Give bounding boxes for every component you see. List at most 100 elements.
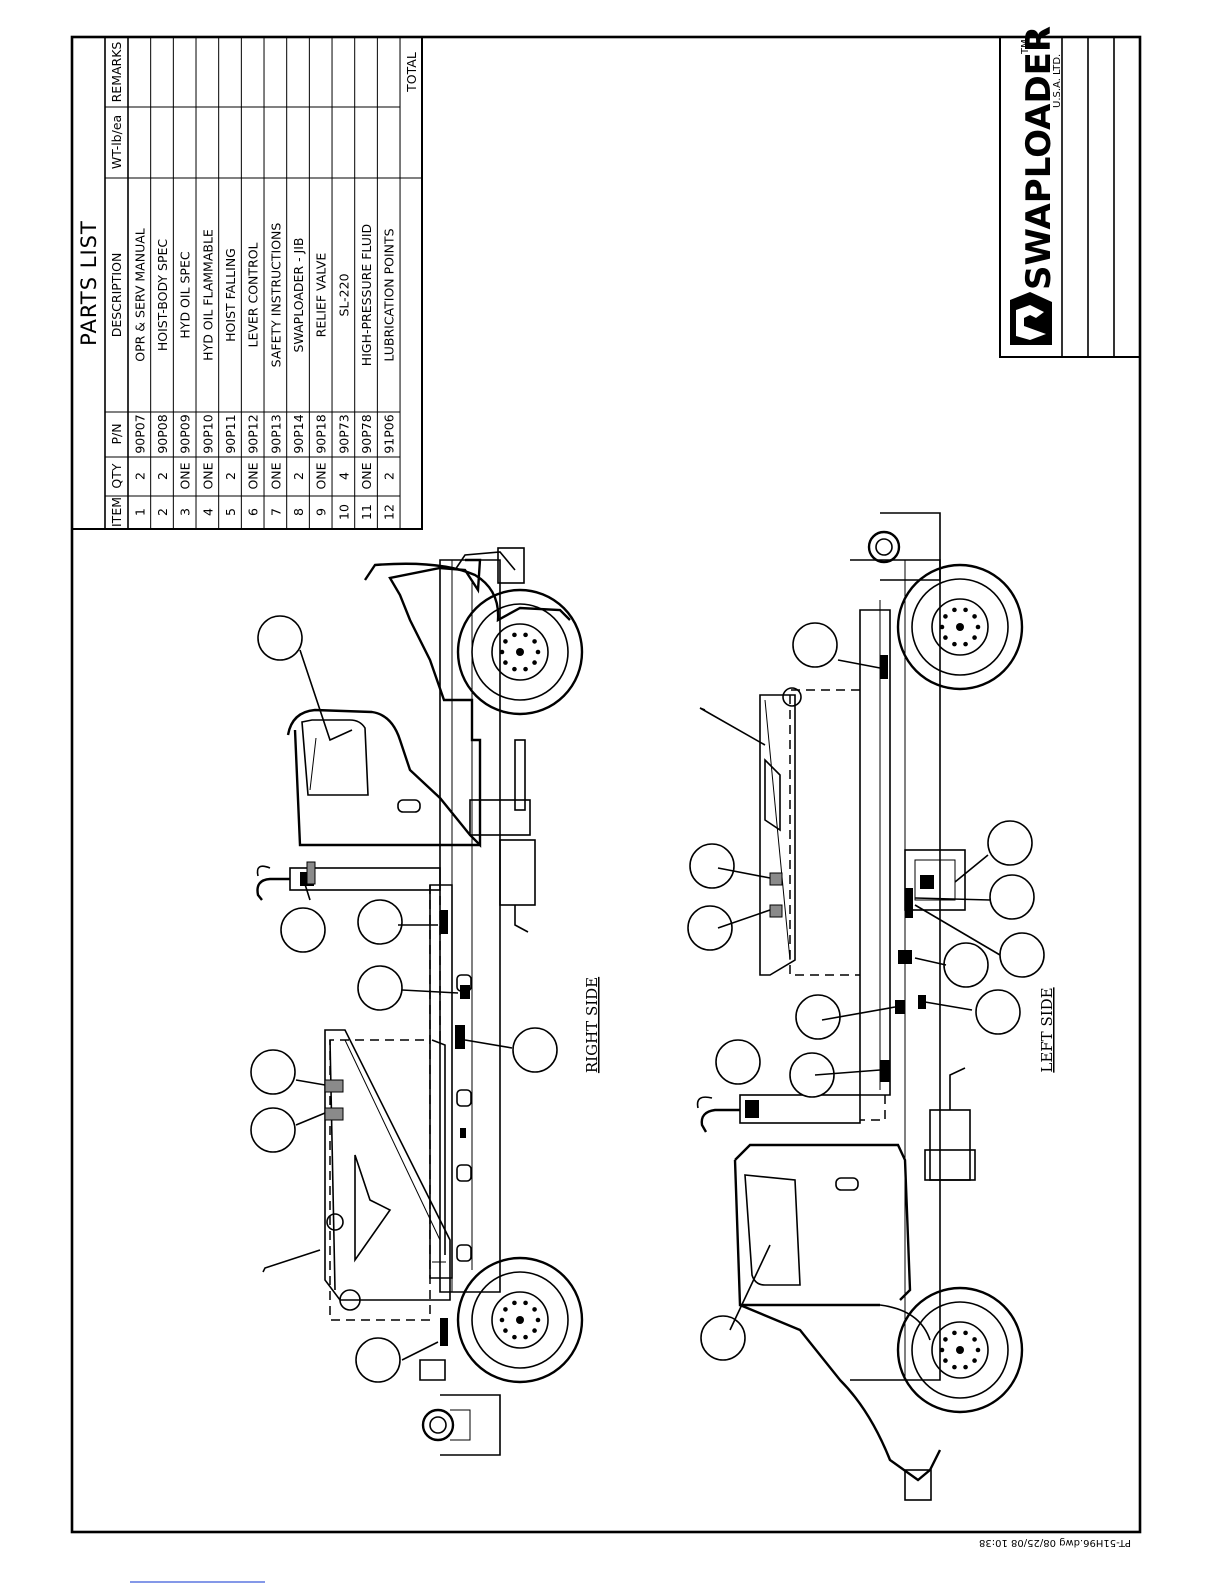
callout-balloon <box>975 989 1021 1035</box>
wheel-bolt <box>972 614 977 619</box>
parts-cell-item: 6 <box>246 508 261 516</box>
parts-cell-item: 5 <box>223 508 238 516</box>
callout-balloon <box>700 1315 746 1361</box>
wheel-bolt <box>972 635 977 640</box>
file-stamp: PT-51H96.dwg 08/25/08 10:38 <box>979 1537 1131 1548</box>
wheel-bolt <box>512 632 517 638</box>
parts-cell-qty: ONE <box>200 462 215 489</box>
callout-balloon <box>687 905 733 951</box>
wheel-bolt <box>532 660 537 665</box>
frame-pad <box>456 1089 472 1107</box>
left-side-label: LEFT SIDE <box>1038 987 1056 1072</box>
wheel-bolt <box>532 1328 537 1333</box>
wheel-bolt <box>972 1337 977 1342</box>
parts-cell-item: 2 <box>155 508 170 516</box>
truck-left-side-view: LEFT SIDE <box>687 512 1056 1501</box>
parts-cell-item: 4 <box>200 508 215 516</box>
parts-cell-pn: 90P10 <box>200 414 215 453</box>
parts-cell-description: HOIST FALLING <box>223 248 238 342</box>
parts-cell-qty: 2 <box>155 472 170 480</box>
parts-cell-qty: 2 <box>382 472 397 480</box>
callout-balloon <box>512 1027 558 1073</box>
callout-balloon <box>792 622 838 668</box>
header-item: ITEM <box>109 497 124 527</box>
wheel-bolt <box>952 641 957 647</box>
wheel-bolt <box>503 1328 508 1333</box>
parts-cell-description: HYD OIL FLAMMABLE <box>200 229 215 361</box>
wheel-bolt <box>532 639 537 644</box>
parts-cell-pn: 91P06 <box>382 414 397 453</box>
total-label: TOTAL <box>404 52 419 93</box>
parts-cell-description: HOIST-BODY SPEC <box>155 239 170 352</box>
parts-cell-qty: 4 <box>336 472 351 480</box>
wheel-bolt <box>535 1317 541 1323</box>
company-name: SWAPLOADER <box>1019 26 1059 290</box>
parts-cell-qty: ONE <box>314 462 329 489</box>
parts-cell-pn: 90P07 <box>132 414 147 453</box>
wheel-bolt <box>943 614 948 619</box>
parts-cell-qty: ONE <box>178 462 193 489</box>
wheel-bolt <box>503 1307 508 1312</box>
wheel-bolt <box>972 1358 977 1363</box>
parts-cell-pn: 90P14 <box>291 414 306 453</box>
parts-cell-pn: 90P78 <box>359 414 374 453</box>
wheel-bolt <box>499 1317 505 1323</box>
wheel-bolt <box>512 1334 517 1340</box>
parts-cell-description: HIGH-PRESSURE FLUID <box>359 224 374 366</box>
callout-balloon <box>280 907 326 953</box>
wheel-bolt <box>952 1330 957 1336</box>
wheel-bolt <box>523 666 528 672</box>
wheel-bolt <box>975 1347 981 1353</box>
drawing-border <box>70 35 1142 1534</box>
parts-cell-qty: ONE <box>359 462 374 489</box>
parts-cell-pn: 90P73 <box>336 414 351 453</box>
parts-cell-item: 3 <box>178 508 193 516</box>
parts-cell-description: SWAPLOADER - JIB <box>291 237 306 352</box>
swaploader-logo-icon <box>1010 292 1052 345</box>
callout-balloon <box>689 843 735 889</box>
wheel-bolt <box>512 666 517 672</box>
header-remarks: REMARKS <box>109 42 124 103</box>
header-qty: QTY <box>109 463 124 488</box>
parts-cell-qty: 2 <box>291 472 306 480</box>
company-trademark: TM <box>1020 39 1031 55</box>
wheel-bolt <box>939 624 945 630</box>
header-pn: P/N <box>109 423 124 444</box>
parts-cell-qty: 2 <box>223 472 238 480</box>
company-subtitle: U.S.A. LTD. <box>1052 54 1063 108</box>
parts-cell-description: HYD OIL SPEC <box>178 251 193 338</box>
parts-list-title: PARTS LIST <box>77 220 101 346</box>
wheel-bolt <box>523 1334 528 1340</box>
parts-cell-description: SL-220 <box>336 273 351 316</box>
wheel-bolt <box>535 649 541 655</box>
callout-balloon <box>989 874 1035 920</box>
wheel-bolt <box>943 1337 948 1342</box>
callout-balloon <box>715 1039 761 1085</box>
callout-balloon <box>250 1049 296 1095</box>
wheel-bolt <box>952 607 957 613</box>
parts-cell-description: LEVER CONTROL <box>246 242 261 347</box>
wheel-bolt <box>963 1330 968 1336</box>
right-side-label: RIGHT SIDE <box>583 977 601 1073</box>
wheel-bolt <box>503 639 508 644</box>
callout-balloon <box>999 932 1045 978</box>
parts-cell-description: SAFETY INSTRUCTIONS <box>268 223 283 368</box>
wheel-bolt <box>523 1300 528 1306</box>
parts-cell-pn: 90P11 <box>223 414 238 453</box>
wheel-bolt <box>963 607 968 613</box>
parts-cell-item: 8 <box>291 508 306 516</box>
parts-cell-description: OPR & SERV MANUAL <box>132 228 147 362</box>
wheel-bolt <box>512 1300 517 1306</box>
wheel-bolt <box>952 1364 957 1370</box>
parts-cell-item: 12 <box>382 504 397 520</box>
wheel-bolt <box>499 649 505 655</box>
callout-balloon <box>795 994 841 1040</box>
callout-balloon <box>355 1337 401 1383</box>
wheel-bolt <box>963 1364 968 1370</box>
header-description: DESCRIPTION <box>109 253 124 338</box>
parts-cell-qty: ONE <box>246 462 261 489</box>
parts-cell-item: 9 <box>314 508 329 516</box>
parts-list-table: PARTS LIST ITEM QTY P/N DESCRIPTION WT-l… <box>71 36 423 530</box>
header-weight: WT-lb/ea <box>109 115 124 169</box>
